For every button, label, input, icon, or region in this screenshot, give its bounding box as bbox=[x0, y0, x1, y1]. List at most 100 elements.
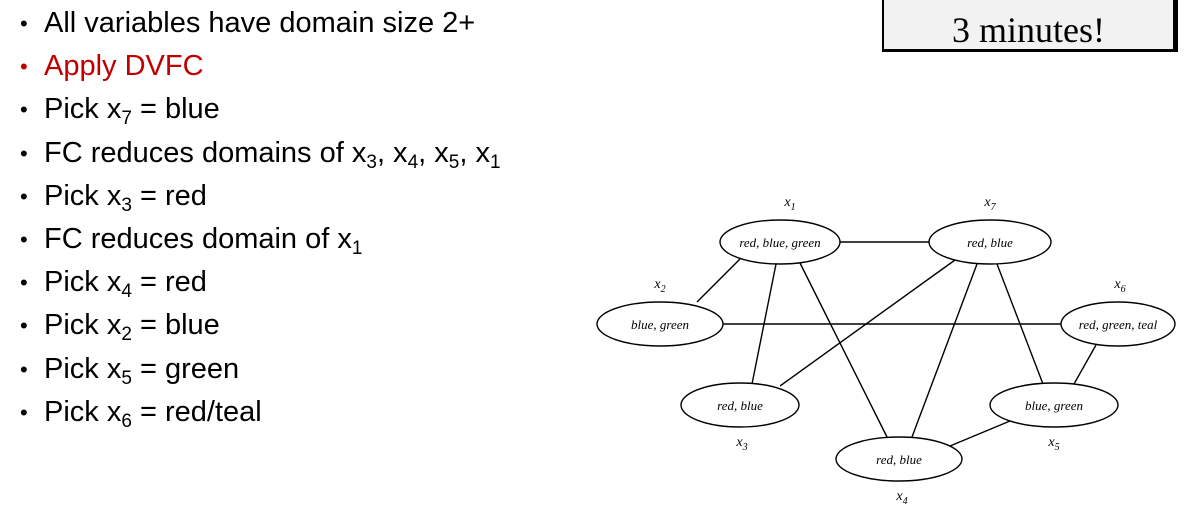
bullet-item: • Pick x7 = blue bbox=[18, 88, 501, 131]
bullet-text: All variables have domain size 2+ bbox=[44, 7, 476, 39]
node-ellipse bbox=[928, 219, 1052, 265]
node-variable-label: x3 bbox=[735, 435, 747, 453]
bullet-text: Pick x bbox=[44, 309, 122, 342]
node-variable-label: x7 bbox=[983, 195, 996, 213]
node-domain-label: red, blue, green bbox=[739, 235, 820, 250]
bullet-dot: • bbox=[20, 399, 28, 425]
node-variable: x bbox=[1047, 435, 1055, 450]
bullet-subscript: 5 bbox=[121, 367, 132, 389]
bullet-subscript: 5 bbox=[448, 151, 460, 173]
node-ellipse bbox=[1060, 301, 1176, 347]
bullet-text-after: = green bbox=[131, 352, 240, 385]
edge-x7-x3 bbox=[779, 259, 956, 387]
node-x7: red, blue x7 bbox=[928, 195, 1052, 265]
bullet-text: Pick x bbox=[44, 395, 122, 428]
node-variable: x bbox=[653, 277, 661, 292]
bullet-item: • Pick x3 = red bbox=[18, 175, 501, 218]
bullet-dot: • bbox=[20, 183, 28, 209]
node-variable-label: x2 bbox=[653, 277, 665, 295]
bullet-subscript: 7 bbox=[121, 108, 132, 130]
bullet-subscript: 3 bbox=[121, 194, 132, 216]
node-variable-label: x5 bbox=[1047, 435, 1059, 453]
bullet-text-after: = blue bbox=[131, 309, 220, 342]
node-subscript: 2 bbox=[661, 284, 666, 295]
bullet-dot: • bbox=[20, 313, 28, 339]
node-x4: red, blue x4 bbox=[835, 436, 963, 507]
bullet-list: • All variables have domain size 2+ • Appl… bbox=[18, 2, 501, 434]
bullet-subscript: 4 bbox=[121, 281, 132, 303]
node-domain-label: blue, green bbox=[1025, 398, 1083, 413]
bullet-subscript: 4 bbox=[407, 151, 419, 173]
bullet-dot: • bbox=[20, 97, 28, 123]
node-variable-label: x1 bbox=[783, 195, 795, 213]
bullet-subscript: 3 bbox=[366, 151, 377, 173]
node-subscript: 1 bbox=[791, 202, 796, 213]
bullet-dot: • bbox=[20, 356, 28, 382]
bullet-text-after: , x bbox=[376, 136, 408, 169]
node-subscript: 6 bbox=[1121, 284, 1126, 295]
bullet-text: Pick x bbox=[44, 179, 122, 212]
bullet-text: Pick x bbox=[44, 266, 122, 299]
node-ellipse bbox=[835, 436, 963, 482]
timer-text: 3 minutes! bbox=[952, 10, 1105, 50]
edge-x7-x4 bbox=[911, 263, 978, 438]
bullet-text-after: , x bbox=[418, 136, 449, 169]
bullet-text: Pick x bbox=[44, 93, 122, 126]
bullet-item: •FC reduces domains of x3, x4, x5, x1 bbox=[18, 132, 501, 175]
bullet-item: • Pick x6 = red/teal bbox=[18, 391, 501, 434]
edge-x1-x2 bbox=[696, 258, 741, 303]
edge-x4-x5 bbox=[949, 420, 1011, 447]
node-variable: x bbox=[895, 489, 903, 504]
node-ellipse bbox=[596, 301, 724, 347]
node-subscript: 4 bbox=[903, 496, 908, 507]
node-variable: x bbox=[783, 195, 791, 210]
bullet-item: • Apply DVFC bbox=[18, 45, 501, 88]
bullet-dot: • bbox=[20, 11, 28, 36]
node-ellipse bbox=[719, 219, 841, 265]
node-domain-label: red, blue bbox=[717, 398, 763, 413]
bullet-dot: • bbox=[20, 54, 28, 80]
node-subscript: 7 bbox=[991, 202, 997, 213]
node-ellipse bbox=[680, 382, 800, 428]
bullet-item: • FC reduces domain of x1 bbox=[18, 218, 501, 261]
bullet-text: FC reduces domains of x bbox=[44, 136, 367, 169]
bullet-subscript: 6 bbox=[121, 410, 132, 432]
bullet-text-after: = red bbox=[131, 179, 207, 212]
node-variable: x bbox=[983, 195, 991, 210]
bullet-dot: • bbox=[20, 227, 28, 253]
bullet-item: •Pick x4 = red bbox=[18, 261, 501, 304]
timer-box: 3 minutes! bbox=[882, 0, 1178, 52]
node-domain-label: red, green, teal bbox=[1079, 317, 1158, 332]
node-domain-label: red, blue bbox=[967, 235, 1013, 250]
bullet-dot: • bbox=[20, 140, 28, 166]
bullet-text: Apply DVFC bbox=[44, 50, 204, 83]
node-x3: red, blue x3 bbox=[680, 382, 800, 453]
bullet-text-after: = blue bbox=[131, 93, 220, 126]
bullet-text-after: = red/teal bbox=[131, 395, 262, 428]
bullet-text: FC reduces domain of x bbox=[44, 223, 352, 256]
node-x2: blue, green x2 bbox=[596, 277, 724, 347]
node-variable-label: x4 bbox=[895, 489, 907, 507]
bullet-subscript: 1 bbox=[351, 238, 363, 260]
node-domain-label: red, blue bbox=[876, 452, 922, 467]
edge-x6-x5 bbox=[1073, 344, 1097, 385]
node-x6: red, green, teal x6 bbox=[1060, 277, 1176, 347]
bullet-subscript: 1 bbox=[489, 151, 501, 173]
bullet-text-after: , x bbox=[459, 136, 490, 169]
node-variable: x bbox=[1113, 277, 1121, 292]
graph-edges bbox=[696, 241, 1097, 447]
node-variable-label: x6 bbox=[1113, 277, 1125, 295]
bullet-subscript: 2 bbox=[121, 324, 132, 346]
node-x5: blue, green x5 bbox=[989, 382, 1119, 453]
bullet-text-after: = red bbox=[131, 266, 207, 299]
bullet-item: • Pick x5 = green bbox=[18, 348, 501, 391]
node-variable: x bbox=[735, 435, 743, 450]
node-subscript: 5 bbox=[1055, 442, 1060, 453]
bullet-text: Pick x bbox=[44, 352, 122, 385]
bullet-item: • All variables have domain size 2+ bbox=[18, 2, 501, 45]
node-subscript: 3 bbox=[742, 442, 748, 453]
edge-x1-x4 bbox=[799, 262, 888, 438]
node-domain-label: blue, green bbox=[631, 317, 689, 332]
